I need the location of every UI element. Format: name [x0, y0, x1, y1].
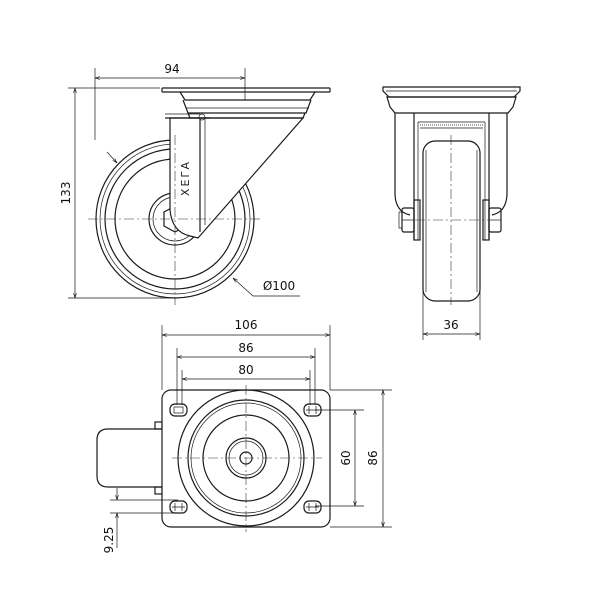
dimension-36: 36 [422, 290, 481, 340]
dimension-9-25: 9.25 [102, 488, 178, 553]
dim-label-diameter: Ø100 [263, 279, 295, 293]
dim-label-80: 80 [238, 363, 253, 377]
dim-label-86-vertical: 86 [366, 450, 380, 465]
dim-label-36: 36 [443, 318, 458, 332]
dimension-133: 133 [59, 87, 175, 299]
dimension-diameter: Ø100 [106, 151, 300, 297]
dimension-106: 106 [161, 318, 331, 390]
dim-label-133: 133 [59, 182, 73, 205]
dimension-86-vertical: 86 [330, 389, 392, 528]
dimension-60: 60 [315, 409, 364, 507]
brand-logo: XEΓA [179, 160, 192, 196]
centerlines-side [88, 135, 262, 305]
dim-label-106: 106 [235, 318, 258, 332]
wheel-front [422, 140, 481, 302]
dim-label-9-25: 9.25 [102, 527, 116, 554]
dim-label-60: 60 [339, 450, 353, 465]
centerlines-top [172, 385, 322, 532]
side-view: XEΓA 94 133 [59, 62, 331, 305]
top-plate-side [161, 87, 331, 119]
top-view: 106 86 80 60 86 [96, 318, 392, 553]
axle-nuts-front [398, 207, 502, 233]
dim-label-94: 94 [164, 62, 179, 76]
front-view: 36 [382, 86, 521, 340]
dim-label-86-horizontal: 86 [238, 341, 253, 355]
top-plate-front [382, 86, 521, 114]
dimension-80: 80 [181, 363, 311, 405]
dimension-94: 94 [94, 62, 246, 140]
wheel-top [96, 421, 163, 495]
centerlines-front [415, 135, 488, 305]
dimension-86-horizontal: 86 [176, 341, 316, 405]
fork-side: XEΓA [165, 113, 305, 239]
